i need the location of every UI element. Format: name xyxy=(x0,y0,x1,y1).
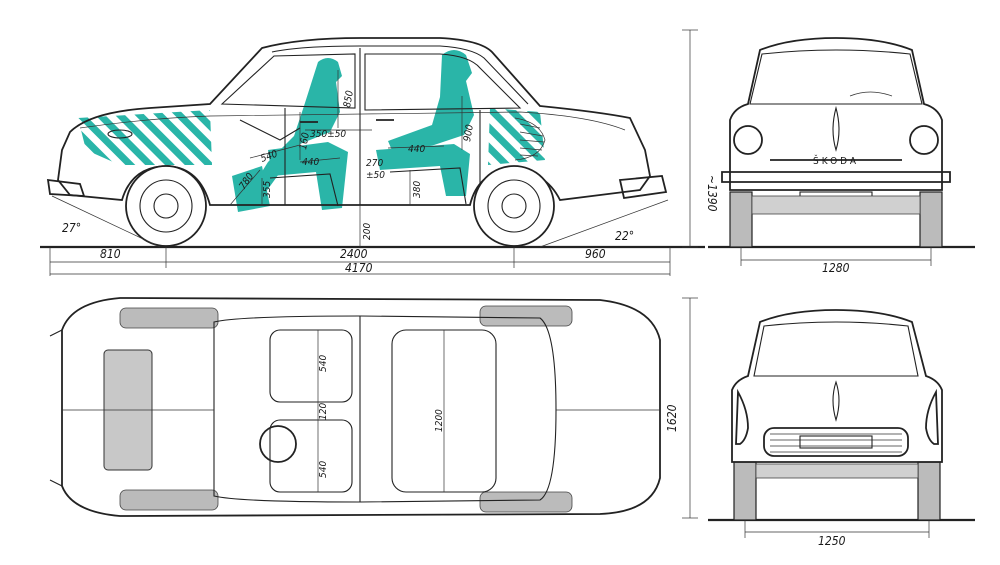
rear-bumper-side xyxy=(618,175,668,200)
seat-travel-label: 350±50 xyxy=(310,129,346,140)
overall-height-label: ~1390 xyxy=(705,175,719,212)
trunk-hatch xyxy=(488,108,545,165)
rear-window xyxy=(364,53,522,111)
rear-knee-label: 270 xyxy=(366,158,383,169)
ground-clearance-label: 200 xyxy=(362,223,373,240)
hood-emblem xyxy=(107,129,133,139)
height-dim-line xyxy=(682,29,698,248)
front-seat-width-left-label: 540 xyxy=(318,355,329,372)
rear-vent-grille xyxy=(514,117,546,161)
front-left-fender xyxy=(119,307,219,329)
roof-inner-line xyxy=(271,45,529,105)
engine-bay-hatch xyxy=(78,110,212,165)
cabin-outline xyxy=(213,315,557,503)
front-undercarriage xyxy=(751,195,921,215)
rear-seat-outline xyxy=(389,167,467,205)
rear-view: 1250 xyxy=(708,309,975,548)
overall-length-label: 4170 xyxy=(345,261,373,275)
steering-column xyxy=(239,119,301,141)
rear-right-tire xyxy=(917,461,941,521)
seat-dim-lines xyxy=(317,330,445,492)
rear-seat-height-label: 380 xyxy=(412,181,423,198)
right-taillight xyxy=(925,388,939,445)
front-seat-height-label: 355 xyxy=(262,181,273,198)
rear-body-outline xyxy=(731,309,943,463)
front-track-label: 1280 xyxy=(822,261,850,275)
rear-track-label: 1250 xyxy=(818,534,846,548)
front-window xyxy=(220,53,356,109)
front-bumper-top xyxy=(49,329,63,487)
steering-wheel-top xyxy=(259,425,297,463)
top-body-outline xyxy=(61,297,661,517)
front-headroom-label: 850 xyxy=(342,89,356,108)
rear-seat-fill xyxy=(376,144,470,196)
overall-width-label: 1620 xyxy=(665,404,679,432)
front-seat-width-right-label: 540 xyxy=(318,461,329,478)
rear-grille-slats xyxy=(770,433,902,453)
overall-width-dim xyxy=(682,297,698,519)
rear-left-fender xyxy=(479,305,573,327)
front-seat-outline xyxy=(269,173,339,207)
steering-wheel-front xyxy=(849,91,893,97)
front-bumper xyxy=(721,171,951,183)
interior-dim-lines xyxy=(229,70,463,247)
rear-headroom-label: 900 xyxy=(462,123,476,142)
front-left-tire xyxy=(729,191,753,248)
rear-license-plate xyxy=(799,435,873,449)
rear-undercarriage xyxy=(755,463,919,479)
front-right-tire xyxy=(919,191,943,248)
wheelbase-label: 2400 xyxy=(340,247,368,261)
pedal-area-fill xyxy=(232,166,270,212)
front-bumper-side xyxy=(46,178,86,197)
rear-right-fender xyxy=(479,491,573,513)
windshield xyxy=(749,49,923,105)
trunk-crest xyxy=(832,380,840,422)
top-view: 540 120 540 1200 1620 xyxy=(49,297,698,519)
front-seat-depth-label: 440 xyxy=(302,157,319,168)
hood-crest xyxy=(832,105,840,152)
front-right-fender xyxy=(119,489,219,511)
front-badge: ŠKODA xyxy=(813,154,859,167)
departure-line xyxy=(539,199,669,248)
rear-knee-tol-label: ±50 xyxy=(366,170,385,181)
belt-line xyxy=(79,111,626,131)
approach-angle-label: 27° xyxy=(62,221,81,235)
rear-overhang-label: 960 xyxy=(585,247,606,261)
left-headlight xyxy=(733,125,763,155)
front-right-seat xyxy=(269,419,353,493)
rear-window-back xyxy=(753,321,919,377)
length-dim-lines xyxy=(49,247,671,276)
front-left-seat xyxy=(269,329,353,403)
rear-track-dim xyxy=(744,520,930,538)
rear-seat-depth-label: 440 xyxy=(408,144,425,155)
departure-angle-label: 22° xyxy=(615,229,634,243)
rear-grille xyxy=(763,427,909,457)
rear-occupant xyxy=(388,50,474,155)
front-wheel xyxy=(125,165,207,247)
rear-wheel xyxy=(473,165,555,247)
left-taillight xyxy=(735,388,749,445)
front-track-dim xyxy=(740,247,932,266)
front-seat-gap-label: 120 xyxy=(318,403,329,420)
rear-seat-width-label: 1200 xyxy=(434,409,445,432)
front-body-outline xyxy=(729,37,943,191)
rear-left-tire xyxy=(733,461,757,521)
right-headlight xyxy=(909,125,939,155)
front-overhang-label: 810 xyxy=(100,247,121,261)
front-backrest-label: 160 xyxy=(298,131,312,150)
side-view: 810 2400 960 4170 27° 22° ~1390 200 850 … xyxy=(40,29,719,276)
front-view: ŠKODA 1280 xyxy=(708,37,975,275)
approach-line xyxy=(51,195,161,248)
